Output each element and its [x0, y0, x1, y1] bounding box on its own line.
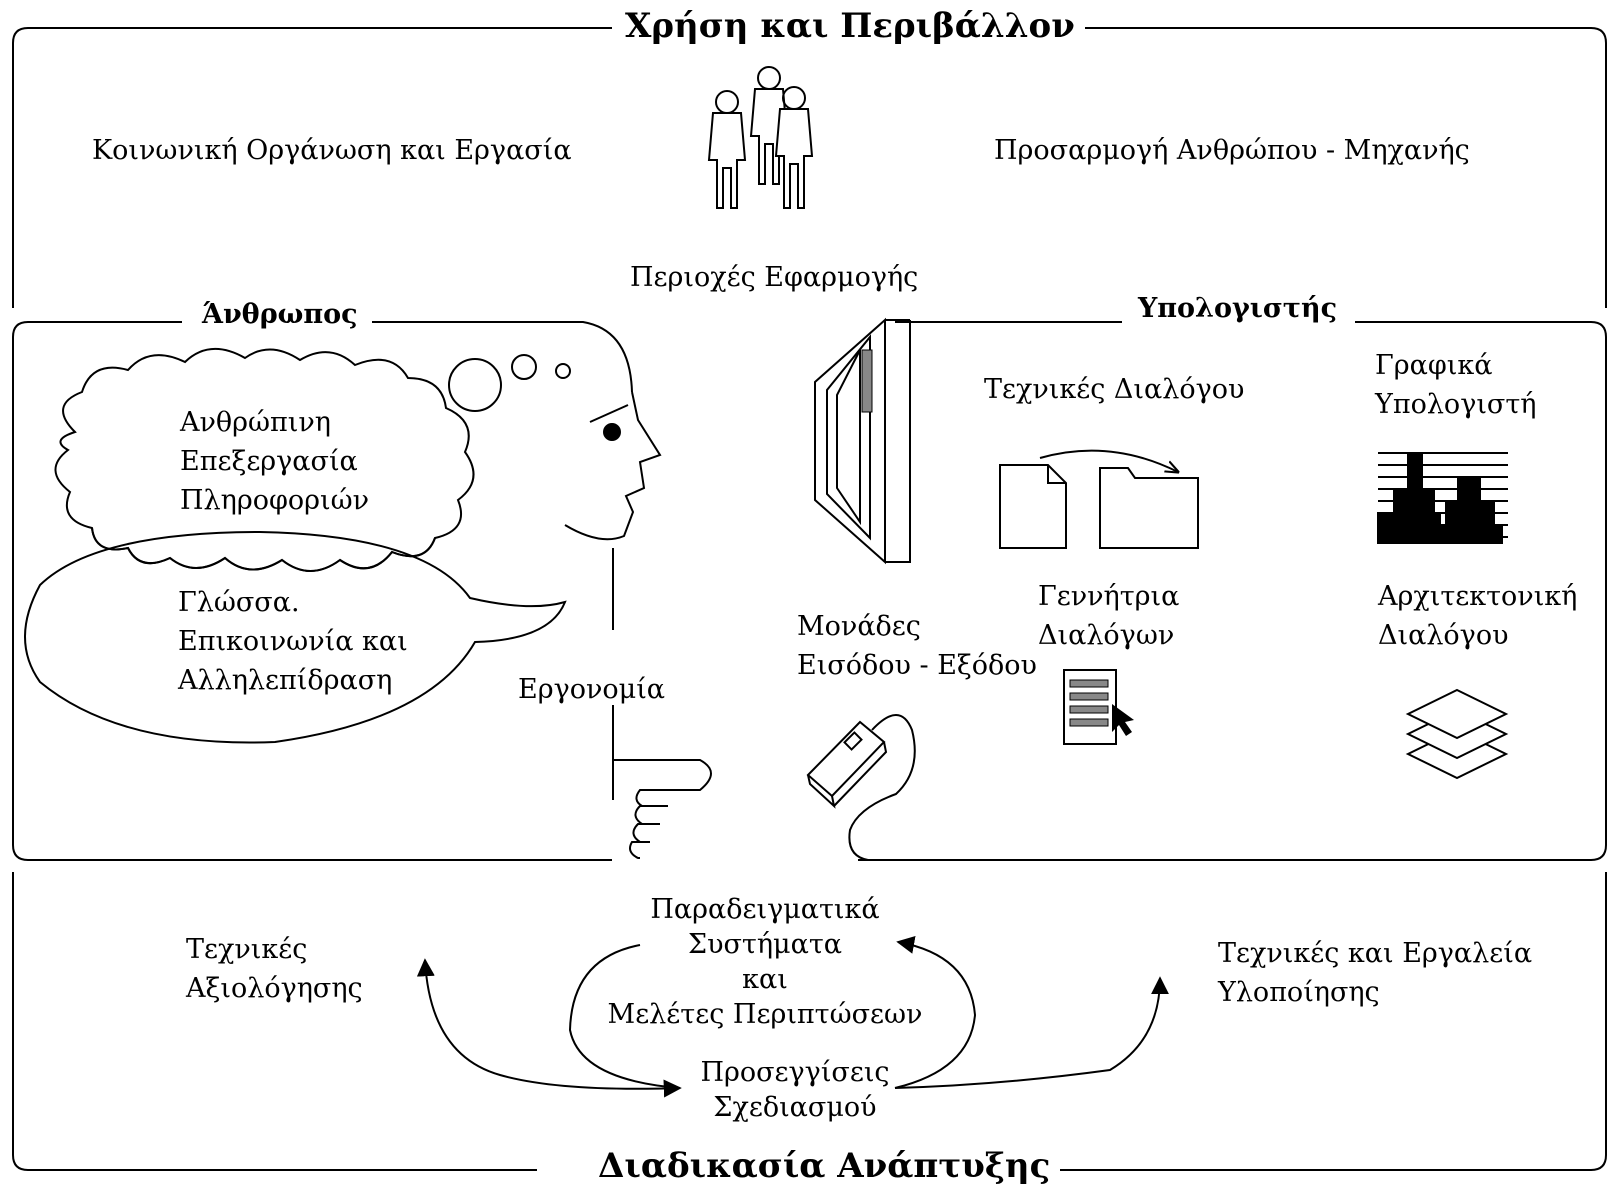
thought-bubble-large: [448, 358, 502, 412]
bottom-frame: [12, 872, 537, 1171]
thought-bubble-medium: [511, 354, 537, 380]
label-dialogue-techniques: Τεχνικές Διαλόγου: [984, 374, 1245, 405]
title-development-process: Διαδικασία Ανάπτυξης: [588, 1147, 1061, 1186]
arrow-examples-loop-right: [894, 936, 977, 1089]
title-human: Άνθρωπος: [192, 300, 368, 330]
thought-bubble-small: [555, 363, 571, 379]
bottom-frame-right: [1055, 872, 1607, 1171]
arrow-design-to-implementation: [894, 976, 1169, 1089]
label-dialogue-generator: Γεννήτρια Διαλόγων: [1038, 581, 1180, 651]
top-frame-right: [1030, 27, 1607, 308]
label-implementation-tools: Τεχνικές και Εργαλεία Υλοποίησης: [1218, 938, 1533, 1008]
stacked-layers-icon: [1405, 688, 1509, 780]
label-application-areas: Περιοχές Εφαρμογής: [630, 262, 919, 293]
label-design-approaches: Προσεγγίσεις Σχεδιασμού: [700, 1057, 890, 1123]
label-computer-graphics: Γραφικά Υπολογιστή: [1375, 350, 1537, 420]
label-io-devices: Μονάδες Εισόδου - Εξόδου: [797, 611, 1037, 681]
label-human-info-processing: Ανθρώπινη Επεξεργασία Πληροφοριών: [180, 407, 370, 516]
monitor-icon: [814, 317, 911, 565]
label-ergonomics: Εργονομία: [518, 674, 666, 705]
people-group-icon: [707, 66, 814, 209]
label-human-machine-fit: Προσαρμογή Ανθρώπου - Μηχανής: [994, 135, 1470, 166]
label-dialogue-architecture: Αρχιτεκτονική Διαλόγου: [1378, 581, 1578, 651]
pointing-hand-icon: [612, 759, 712, 859]
label-social-organization: Κοινωνική Οργάνωση και Εργασία: [92, 135, 572, 166]
arrow-evaluation-to-design: [416, 958, 682, 1098]
label-evaluation-techniques: Τεχνικές Αξιολόγησης: [186, 934, 363, 1004]
human-frame: [12, 321, 612, 861]
label-example-systems: Παραδειγματικά Συστήματα και Μελέτες Περ…: [607, 894, 923, 1030]
computer-frame-right: [858, 321, 1607, 861]
document-to-folder-icon: [999, 449, 1199, 549]
title-use-and-environment: Χρήση και Περιβάλλον: [615, 7, 1085, 46]
title-computer: Υπολογιστής: [1128, 294, 1348, 324]
mouse-icon: [806, 714, 916, 861]
top-frame: [12, 27, 612, 308]
label-language: Γλώσσα. Επικοινωνία και Αλληλεπίδραση: [178, 587, 408, 696]
document-cursor-icon: [1063, 669, 1134, 745]
arrow-examples-loop-left: [568, 944, 681, 1089]
head-profile-icon: [564, 391, 662, 760]
speech-bubble-icon: [24, 530, 567, 744]
graphics-bars-icon: [1377, 452, 1508, 544]
human-frame-top-right: [372, 321, 633, 393]
